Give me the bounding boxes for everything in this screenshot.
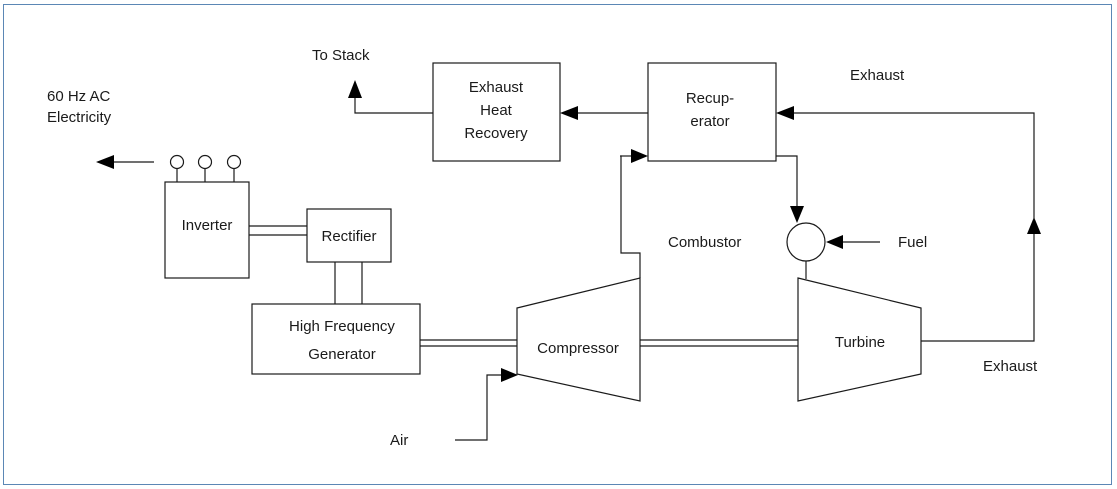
recuperator-box: [647, 62, 777, 162]
compressor-to-recuperator-line: [620, 155, 641, 278]
combustor-label: Combustor: [668, 234, 741, 251]
turbine-shape: [797, 277, 922, 402]
output-terminal-3: [226, 154, 242, 170]
rectifier-box: [306, 208, 392, 263]
ac-output-label-line1: 60 Hz AC: [47, 88, 111, 105]
recuperator-exhaust-arrowhead: [776, 106, 794, 120]
output-terminal-2: [197, 154, 213, 170]
to-stack-arrowhead: [348, 80, 362, 98]
rectifier-label: Rectifier: [321, 228, 376, 245]
fuel-label: Fuel: [898, 234, 927, 251]
generator-label-line2: Generator: [308, 346, 376, 363]
combustor-circle: [786, 222, 826, 262]
air-inlet-arrowhead: [501, 368, 518, 382]
exhaust-top-label: Exhaust: [850, 67, 905, 84]
inverter-box: [164, 181, 250, 279]
recuperator-to-combustor-line: [776, 155, 798, 207]
combustor-inlet-arrowhead: [790, 206, 804, 223]
output-terminal-1: [169, 154, 185, 170]
recuperator-label-line2: erator: [690, 113, 729, 130]
turbine-exhaust-line: [921, 234, 1035, 342]
compressor-label: Compressor: [537, 340, 619, 357]
air-label: Air: [390, 432, 408, 449]
to-stack-line: [354, 98, 433, 114]
ac-output-arrowhead: [96, 155, 114, 169]
fuel-inlet-arrowhead: [826, 235, 843, 249]
ac-output-label-line2: Electricity: [47, 109, 112, 126]
compressor-shape: [516, 277, 641, 402]
exhaust-heat-recovery-label-line2: Heat: [480, 102, 513, 119]
air-inlet-line: [455, 374, 502, 441]
exhaust-heat-recovery-box: [432, 62, 561, 162]
high-frequency-generator-box: [251, 303, 421, 375]
turbine-exhaust-arrowhead: [1027, 217, 1041, 234]
turbine-label: Turbine: [835, 334, 885, 351]
inverter-label: Inverter: [182, 217, 233, 234]
generator-label-line1: High Frequency: [289, 318, 395, 335]
exhaust-heat-recovery-label-line1: Exhaust: [469, 79, 524, 96]
to-stack-label: To Stack: [312, 47, 370, 64]
ehr-inlet-arrowhead: [560, 106, 578, 120]
exhaust-right-label: Exhaust: [983, 358, 1038, 375]
recuperator-label-line1: Recup-: [686, 90, 734, 107]
recuperator-inlet-arrowhead: [631, 149, 648, 163]
exhaust-heat-recovery-label-line3: Recovery: [464, 125, 528, 142]
exhaust-return-line: [794, 112, 1035, 220]
